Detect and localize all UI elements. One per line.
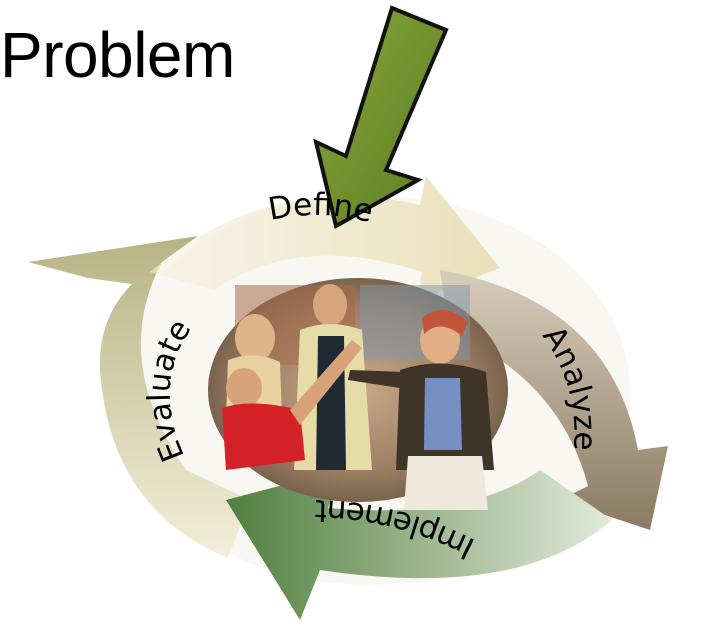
define-arrow	[150, 176, 500, 300]
center-photo	[208, 278, 508, 510]
entry-arrow	[313, 5, 449, 230]
evaluate-arrow	[28, 236, 250, 558]
page-title: Problem	[0, 19, 235, 91]
implement-arrow	[226, 470, 612, 620]
analyze-arrow	[440, 270, 668, 530]
label-define: Define	[266, 187, 377, 230]
